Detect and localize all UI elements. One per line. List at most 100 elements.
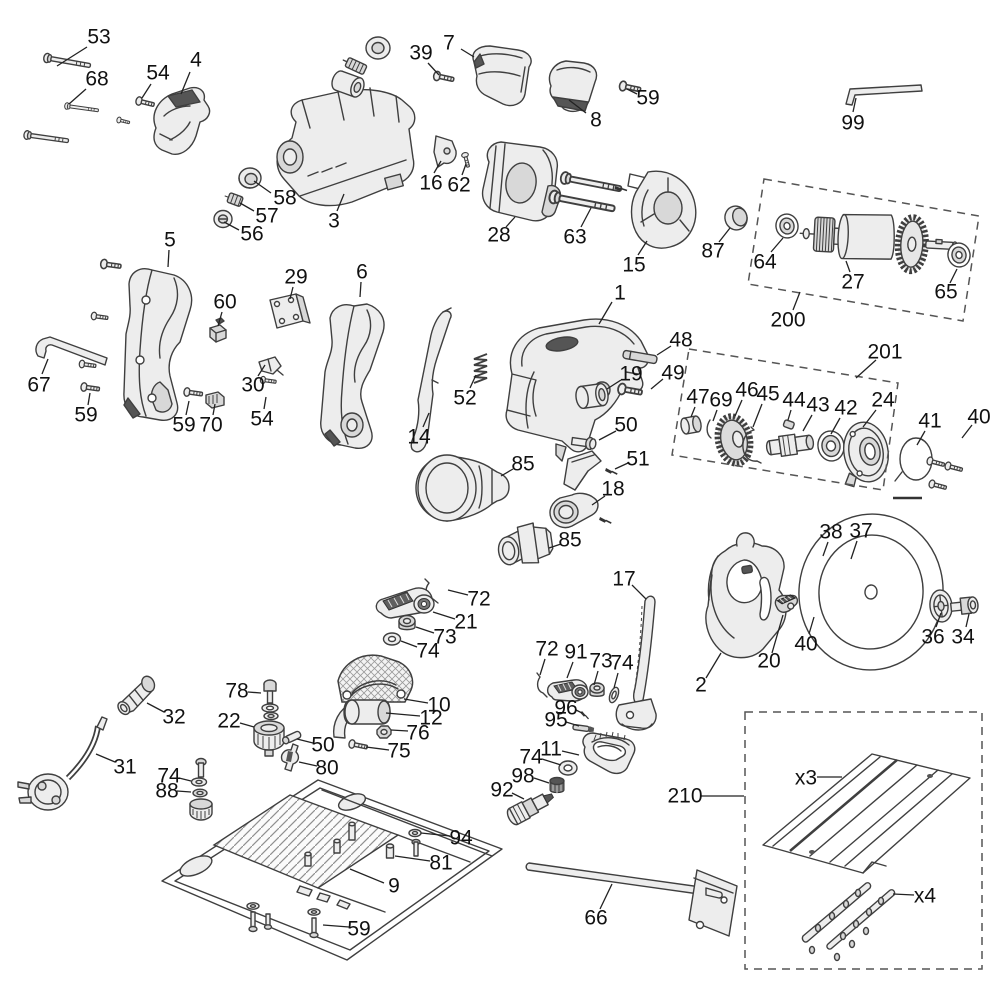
leader-line-28-15: [505, 216, 516, 228]
brand-logo-badge: [545, 336, 579, 352]
part-label-8-10: 8: [590, 109, 602, 132]
part-label-67-24: 67: [27, 374, 50, 397]
leader-line-37-56: [850, 540, 858, 560]
part-screw-75: [347, 738, 369, 753]
leader-line-85-43: [548, 543, 562, 549]
leader-line-69-46: [712, 409, 718, 422]
part-label-12-68: 12: [419, 707, 442, 730]
leader-line-41-53: [916, 430, 926, 446]
part-label-28-15: 28: [487, 224, 510, 247]
part-label-95-88: 95: [544, 709, 567, 732]
part-screw-small-51b: [598, 516, 613, 525]
part-washer-74c: [608, 686, 620, 704]
part-screws-left: [78, 258, 123, 395]
leader-line-58-4: [253, 180, 272, 194]
leader-line-59-30: [185, 400, 190, 416]
leader-line-16-13: [433, 160, 442, 174]
part-label-19-36: 19: [619, 363, 642, 386]
leader-line-95-88: [565, 721, 580, 727]
part-bushing-47: [680, 415, 702, 435]
part-cover-4: [153, 86, 211, 155]
leader-line-96-87: [575, 709, 583, 714]
part-label-53-0: 53: [87, 26, 110, 49]
part-washer-74d: [558, 760, 578, 776]
part-spring-52: [473, 353, 488, 384]
part-label-69-46: 69: [709, 389, 732, 412]
part-label-60-26: 60: [213, 291, 236, 314]
part-label-74-86: 74: [610, 652, 634, 675]
part-screw-62: [460, 151, 473, 169]
part-label-73-85: 73: [589, 650, 612, 673]
leader-line-31-76: [95, 753, 116, 763]
leader-line-75-74: [365, 746, 390, 751]
part-bushing-19: [575, 382, 609, 410]
part-label-59-25: 59: [74, 404, 97, 427]
leader-line-42-51: [830, 417, 841, 435]
part-label-94-79: 94: [449, 827, 473, 850]
part-plate-29: [269, 293, 311, 329]
part-handle-cover-7: [472, 45, 532, 107]
part-bushing-58: [238, 167, 262, 189]
leader-line-7-9: [460, 48, 475, 58]
part-bearing-64: [775, 213, 799, 239]
leader-line-27-20: [845, 260, 851, 273]
part-handle-half-6: [320, 303, 385, 449]
part-label-27-20: 27: [841, 271, 864, 294]
leader-line-46-47: [734, 399, 743, 417]
leader-line-73-65: [415, 626, 435, 634]
part-dust-cone-85: [415, 454, 510, 522]
part-label-73-65: 73: [433, 626, 456, 649]
part-label-49-38: 49: [661, 362, 684, 385]
part-bearing-65: [947, 242, 971, 268]
part-label-14-33: 14: [407, 426, 431, 449]
part-pin-50b: [281, 730, 302, 745]
part-label-99-12: 99: [841, 112, 864, 135]
leader-line-57-5: [239, 202, 255, 212]
leader-line-52-34: [469, 374, 477, 389]
part-label-48-37: 48: [669, 329, 692, 352]
part-brush-cap-cluster: [331, 36, 391, 98]
part-lever-14: [410, 307, 452, 453]
part-allen-key-67: [35, 336, 108, 366]
part-knob-22: [253, 720, 285, 757]
part-label-59-11: 59: [636, 87, 659, 110]
leader-line-40-54: [961, 424, 973, 439]
part-clamp-92: [506, 793, 554, 826]
part-label-98-91: 98: [511, 765, 534, 788]
leader-line-20-59: [771, 614, 784, 654]
part-label-68-1: 68: [85, 68, 108, 91]
leader-line-39-8: [427, 62, 440, 76]
part-oring-41: [894, 437, 933, 482]
part-screw-39: [432, 70, 456, 85]
part-label-59-82: 59: [347, 918, 370, 941]
part-washer-88: [192, 788, 208, 798]
part-label-22-71: 22: [217, 710, 240, 733]
part-label-76-69: 76: [406, 722, 429, 745]
leader-line-36-57: [935, 612, 942, 628]
part-label-66-93: 66: [584, 907, 607, 930]
part-label-74-66: 74: [416, 640, 440, 663]
leader-line-22-71: [239, 722, 255, 728]
part-label-62-14: 62: [447, 174, 470, 197]
part-label-4-3: 4: [190, 49, 202, 72]
part-screw-long-extra: [22, 129, 70, 146]
part-label-34-58: 34: [951, 626, 975, 649]
leader-line-201-44: [855, 359, 877, 379]
part-label-59-30: 59: [172, 414, 195, 437]
part-depth-knob-11: [582, 731, 636, 775]
part-label-10-67: 10: [427, 694, 450, 717]
part-label-58-4: 58: [273, 187, 296, 210]
leader-line-74-77: [178, 777, 192, 782]
part-label-47-45: 47: [686, 386, 709, 409]
part-label-11-89: 11: [540, 738, 562, 761]
part-block-70: [205, 391, 225, 409]
part-label-6-32: 6: [356, 261, 368, 284]
part-label-50-39: 50: [614, 414, 637, 437]
leader-line-50-72: [296, 738, 314, 744]
part-label-80-73: 80: [315, 757, 338, 780]
part-blade-bolt-34: [949, 596, 979, 615]
part-screws-63: [547, 170, 624, 217]
part-key-44: [782, 419, 795, 430]
part-pin-48: [622, 349, 658, 365]
